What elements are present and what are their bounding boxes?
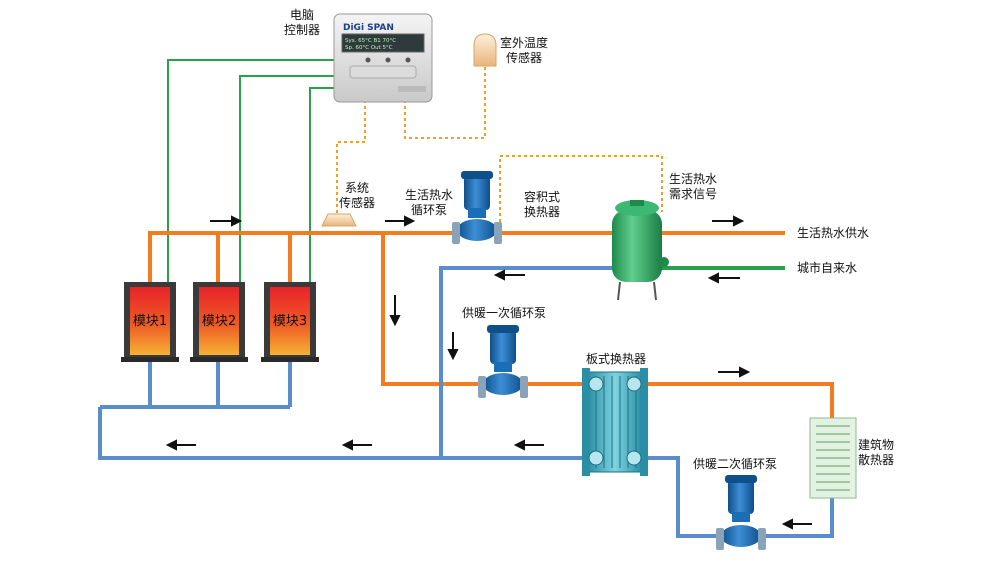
dhw-demand-label-line2: 需求信号 bbox=[669, 187, 718, 201]
outdoor-sensor-label-line2: 传感器 bbox=[506, 51, 543, 65]
secondary-supply-pipe bbox=[640, 382, 834, 418]
system-sensor-label-line2: 传感器 bbox=[339, 196, 376, 210]
flow-arrows bbox=[165, 215, 812, 530]
storage-exchanger-label: 容积式 换热器 bbox=[524, 190, 560, 220]
dhw-circulation-pump bbox=[452, 171, 502, 244]
dhw-supply-label: 生活热水供水 bbox=[797, 226, 870, 240]
tank-return-pipe bbox=[439, 266, 615, 458]
secondary-heating-pump bbox=[716, 475, 766, 550]
arrow-right-icon bbox=[718, 366, 751, 378]
controller-screen-line2: Sp. 60°C Out 5°C bbox=[345, 45, 393, 51]
plate-heat-exchanger bbox=[582, 368, 648, 476]
computer-controller: DiGi SPAN Sys. 65°C B1 70°C Sp. 60°C Out… bbox=[333, 13, 433, 103]
arrow-right-icon bbox=[385, 215, 416, 227]
arrow-left-icon bbox=[513, 439, 544, 451]
radiator-label-line2: 散热器 bbox=[858, 453, 895, 467]
controller-panel bbox=[349, 65, 417, 79]
radiator-label-line1: 建筑物 bbox=[858, 438, 895, 452]
controller-screen bbox=[341, 33, 425, 53]
signal-wires bbox=[167, 59, 338, 282]
signal-wire-module1 bbox=[167, 59, 338, 282]
arrow-left-icon bbox=[493, 269, 525, 281]
dhw-pump-label-line2: 循环泵 bbox=[411, 203, 448, 217]
primary-pump-label: 供暖一次循环泵 bbox=[462, 306, 547, 320]
outdoor-sensor-label: 室外温度 传感器 bbox=[500, 36, 548, 66]
arrow-left-icon bbox=[707, 272, 740, 284]
module-label: 模块3 bbox=[273, 314, 307, 329]
arrow-right-icon bbox=[712, 215, 745, 227]
outdoor-temperature-sensor bbox=[473, 33, 497, 67]
controller-brand: DiGi SPAN bbox=[343, 23, 394, 33]
boiler-modules: 模块1 模块2 模块3 bbox=[121, 282, 319, 362]
system-sensor-label-line1: 系统 bbox=[345, 181, 370, 195]
signal-wire-module2 bbox=[239, 75, 338, 282]
boiler-module-1: 模块1 bbox=[121, 282, 179, 362]
arrow-left-icon bbox=[165, 439, 196, 451]
controller-screen-line1: Sys. 65°C B1 70°C bbox=[345, 38, 396, 44]
dhw-demand-label-line1: 生活热水 bbox=[669, 172, 718, 186]
secondary-return-pipe bbox=[640, 456, 834, 538]
boiler-module-3: 模块3 bbox=[261, 282, 319, 362]
system-sensor-label: 系统 传感器 bbox=[339, 181, 375, 211]
dhw-demand-label: 生活热水 需求信号 bbox=[669, 172, 717, 202]
outdoor-sensor-wire bbox=[404, 66, 486, 139]
arrow-down-icon bbox=[389, 295, 401, 327]
arrow-left-icon bbox=[341, 439, 372, 451]
controller-button bbox=[405, 57, 411, 63]
controller-label-line2: 控制器 bbox=[284, 23, 321, 37]
controller-label: 电脑 控制器 bbox=[284, 8, 320, 38]
city-water-label: 城市自来水 bbox=[797, 261, 858, 275]
controller-label-line1: 电脑 bbox=[290, 8, 315, 22]
arrow-left-icon bbox=[781, 518, 812, 530]
sensor-wires bbox=[336, 66, 663, 228]
controller-button bbox=[385, 57, 391, 63]
storage-heat-exchanger-tank bbox=[612, 200, 669, 301]
dhw-demand-wire bbox=[499, 155, 663, 228]
secondary-pump-label: 供暖二次循环泵 bbox=[693, 457, 778, 471]
controller-button bbox=[365, 57, 371, 63]
arrow-down-icon bbox=[447, 332, 459, 361]
storage-exchanger-label-line2: 换热器 bbox=[524, 205, 561, 219]
main-return-pipe bbox=[98, 407, 585, 460]
radiator-label: 建筑物 散热器 bbox=[858, 438, 894, 468]
storage-exchanger-label-line1: 容积式 bbox=[524, 190, 561, 204]
arrow-right-icon bbox=[210, 215, 243, 227]
system-sensor bbox=[321, 213, 357, 227]
module-label: 模块2 bbox=[202, 314, 236, 329]
outdoor-sensor-label-line1: 室外温度 bbox=[500, 36, 549, 50]
dhw-pump-label: 生活热水 循环泵 bbox=[405, 188, 453, 218]
cold-pipes bbox=[98, 266, 834, 538]
building-radiator bbox=[809, 417, 857, 499]
primary-heating-pump bbox=[478, 325, 528, 398]
system-sensor-wire bbox=[336, 100, 366, 215]
boiler-module-2: 模块2 bbox=[190, 282, 248, 362]
module-label: 模块1 bbox=[133, 314, 167, 329]
dhw-pump-label-line1: 生活热水 bbox=[405, 188, 454, 202]
signal-wire-module3 bbox=[309, 87, 338, 282]
plate-exchanger-label: 板式换热器 bbox=[586, 352, 647, 366]
